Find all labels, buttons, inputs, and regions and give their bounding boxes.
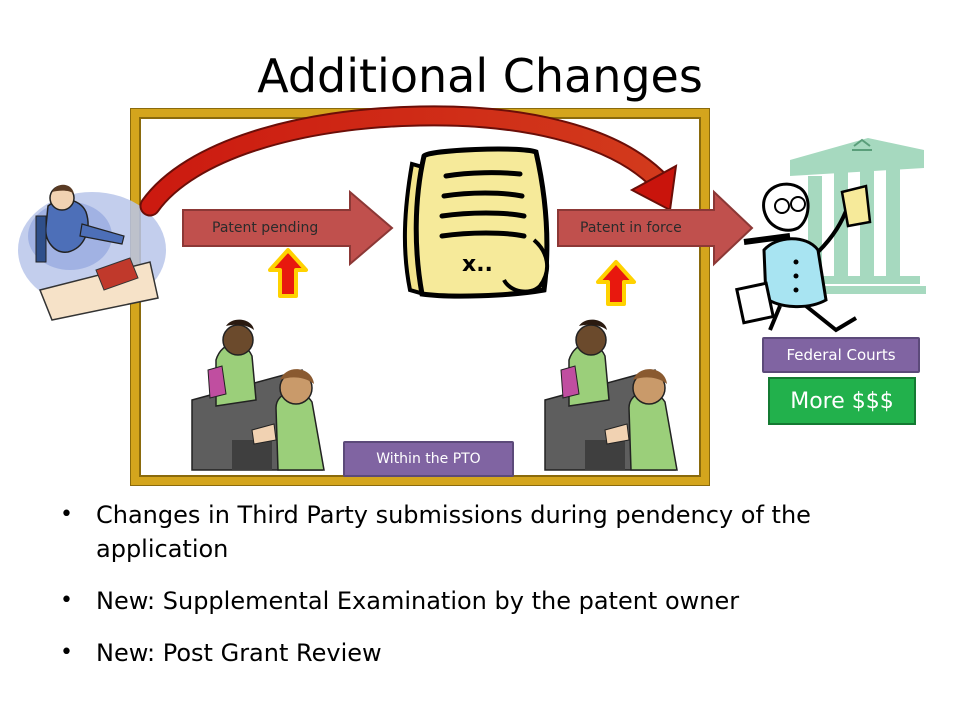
- within-pto-label: Within the PTO: [343, 441, 514, 477]
- patent-in-force-arrow: [557, 189, 754, 267]
- bypass-curved-arrow: [139, 105, 678, 217]
- bullet-dot-icon: •: [60, 640, 73, 665]
- more-money-label: More $$$: [768, 377, 916, 425]
- up-arrow-left-icon: [268, 248, 308, 298]
- federal-courts-label: Federal Courts: [762, 337, 920, 373]
- patent-in-force-label: Patent in force: [580, 220, 682, 236]
- bullet-item: • Changes in Third Party submissions duri…: [58, 498, 938, 566]
- bullet-item: • New: Post Grant Review: [58, 636, 938, 670]
- patent-document-icon: [402, 146, 550, 299]
- bullet-item: • New: Supplemental Examination by the pa…: [58, 584, 938, 618]
- examiners-clipart-right-icon: [544, 319, 678, 471]
- slide-title: Additional Changes: [257, 49, 703, 103]
- inventor-clipart-icon: [18, 184, 166, 321]
- document-mark: x..: [462, 252, 493, 277]
- patent-pending-label: Patent pending: [212, 220, 319, 236]
- bullet-text: Changes in Third Party submissions durin…: [96, 501, 811, 563]
- patent-pending-arrow: [182, 189, 394, 267]
- examiners-clipart-left-icon: [191, 319, 325, 471]
- bullet-text: New: Supplemental Examination by the pat…: [96, 587, 740, 615]
- bullet-list: • Changes in Third Party submissions duri…: [58, 498, 938, 688]
- bullet-dot-icon: •: [60, 502, 73, 527]
- up-arrow-right-icon: [596, 260, 636, 306]
- bullet-text: New: Post Grant Review: [96, 639, 382, 667]
- lawyer-running-icon: [735, 182, 872, 333]
- bullet-dot-icon: •: [60, 588, 73, 613]
